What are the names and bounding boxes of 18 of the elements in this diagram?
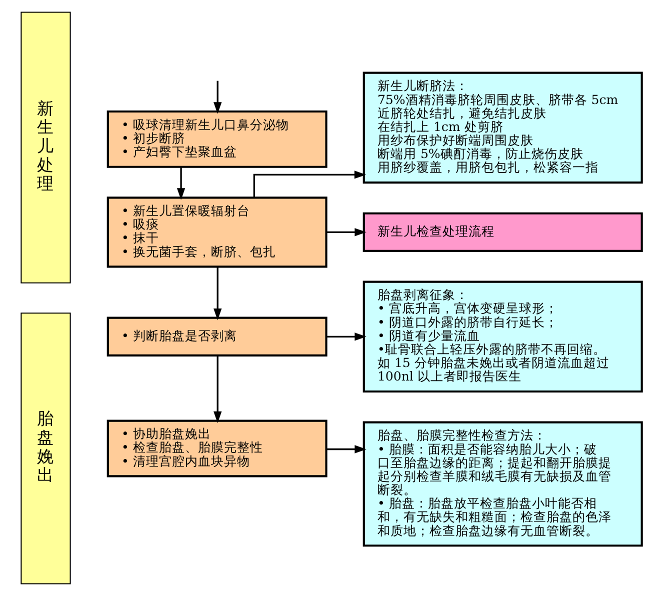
- node-box: • 判断胎盘是否剥离: [106, 316, 327, 356]
- node-box: 胎盘娩出: [20, 312, 70, 584]
- arrow: [326, 228, 366, 236]
- arrow: [213, 266, 222, 320]
- arrow: [326, 332, 366, 341]
- node-box: • 吸球清理新生儿口鼻分泌物 • 初步断脐 • 产妇臀下垫聚血盆: [106, 110, 327, 168]
- node-box: 胎盘、胎膜完整性检查方法： • 胎膜：面积是否能容纳胎儿大小；破口至胎盘边缘的距离；提起和翻开胎膜提起分别检查羊膜和绒毛膜有无缺损及血管断裂。 • 胎盘：胎盘放平检查胎盘小叶能否相和，有无缺失和粗糙面；检查胎盘的色泽和质地；检查胎盘边缘有无血管断裂。: [362, 421, 642, 547]
- node-box: 新生儿处理: [20, 12, 70, 284]
- arrow: [213, 80, 222, 114]
- node-box: • 新生儿置保暖辐射台 • 吸痰 • 抹干 • 换无菌手套，断脐、包扎: [106, 196, 327, 268]
- node-box: 胎盘剥离征象： • 宫底升高，宫体变硬呈球形； • 阴道口外露的脐带自行延长； • 阴道有少量流血 •耻骨联合上轻压外露的脐带不再回缩。 如 15 分钟胎盘未娩出或者阴道流血超过100nl 以上者即报告医生: [362, 280, 642, 393]
- node-box: • 协助胎盘娩出 • 检查胎盘、胎膜完整性 • 清理宫腔内血块异物: [106, 420, 327, 478]
- arrow: [176, 167, 185, 200]
- arrow: [252, 170, 366, 198]
- arrow: [213, 356, 222, 424]
- node-box: 新生儿检查处理流程: [362, 212, 642, 252]
- arrow: [326, 445, 366, 454]
- node-box: 新生儿断脐法： 75%酒精消毒脐轮周围皮肤、脐带各 5cm 近脐轮处结扎，避免结扎皮肤 在结扎上 1cm 处剪脐 用纱布保护好断端周围皮肤 断端用 5%碘酊消毒，防止烧伤皮肤 用脐纱覆盖，用脐包包扎，松紧容一指: [362, 72, 642, 184]
